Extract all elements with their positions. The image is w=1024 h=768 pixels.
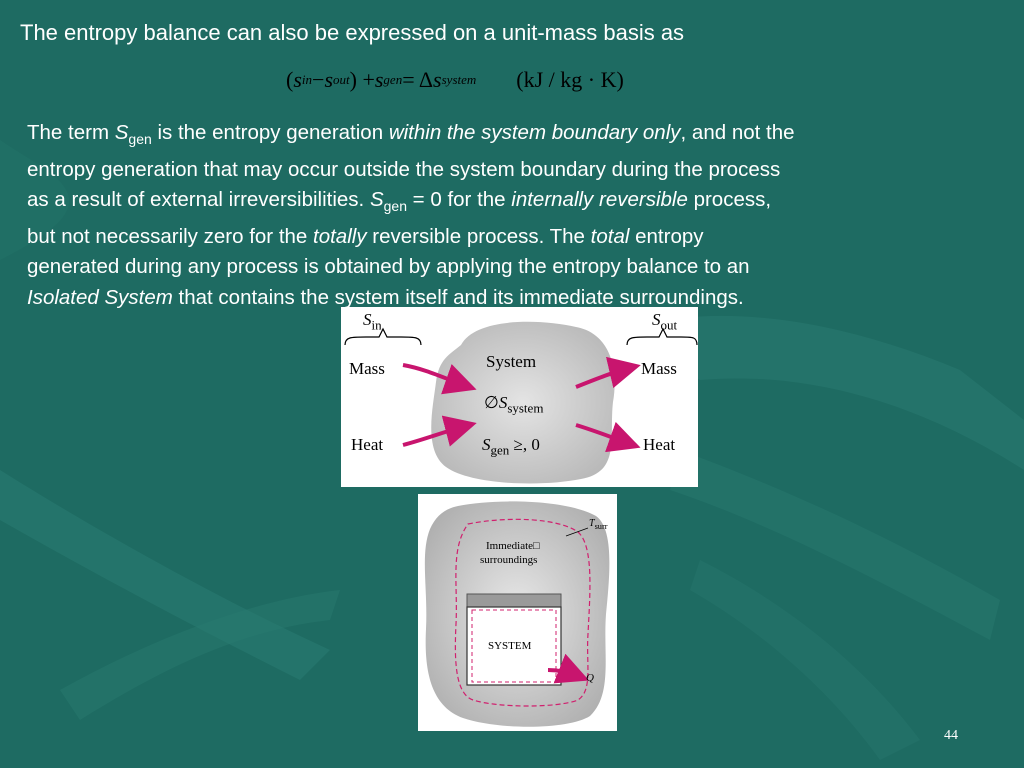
brace-right [626,327,698,346]
eq-sub-in: in [301,72,313,87]
q-label: Q [586,672,594,684]
eq-s-out: s [324,67,333,92]
para-line-3: as a result of external irreversibilitie… [27,185,997,222]
text-span: = 0 for the [406,188,512,212]
page-number: 44 [944,728,958,743]
system-box-label: SYSTEM [488,640,532,652]
eq-sub-out: out [333,72,350,87]
s-symbol: S [114,121,129,144]
italic-emphasis: totally [313,224,367,248]
s-in-label: Sin [363,310,382,333]
s-symbol: S [369,188,384,212]
eq-s-in: s [293,67,302,92]
s-out-label: Sout [652,310,677,333]
text-span: as a result of external irreversibilitie… [27,188,370,212]
body-paragraph: The term Sgen is the entropy generation … [27,118,997,313]
s-symbol: S [652,310,661,329]
eq-minus: − [312,67,325,92]
text-span: The term [27,121,115,144]
para-line-6: Isolated System that contains the system… [27,283,997,314]
isolated-system-figure: Tsurr Immediate□ surroundings SYSTEM Q [418,494,617,731]
t-surr-leader [565,527,589,537]
text-span: , and not the [680,121,795,144]
gen-suffix: ≥, 0 [509,435,540,454]
s-symbol: S [498,393,508,412]
text-span: entropy [629,224,704,248]
text-span: is the entropy generation [151,121,389,144]
eq-open-paren: ( [286,67,294,92]
system-boundary-dashed [471,609,557,683]
s-symbol: S [363,310,372,329]
text-span: reversible process. The [366,224,591,248]
para-line-5: generated during any process is obtained… [27,255,750,279]
eq-s-gen: s [374,67,384,92]
slide-heading: The entropy balance can also be expresse… [20,20,685,45]
system-label: System [486,352,537,371]
gen-subscript: gen [490,442,510,458]
arrow-heat-out [575,421,641,453]
eq-s-system: s [433,67,442,92]
piston [466,593,562,608]
system-blob [431,321,615,484]
eq-equals-delta: = Δ [402,67,434,92]
eq-sub-gen: gen [383,72,403,87]
gen-subscript: gen [383,198,407,215]
immediate-label-line2: surroundings [480,554,538,566]
italic-emphasis: within the system boundary only [388,121,681,144]
s-symbol: S [482,435,491,454]
eq-units: (kJ / kg · K) [516,67,624,92]
t-symbol: T [589,518,595,529]
eq-close-plus: ) + [349,67,375,92]
in-subscript: in [371,317,382,333]
arrow-mass-in [402,363,477,395]
text-span: but not necessarily zero for the [27,224,314,248]
t-surr-label: Tsurr [589,518,608,531]
text-span: process, [687,188,772,212]
arrow-heat-in [402,415,477,447]
arrow-mass-out [575,356,641,389]
figure2-drawing [424,501,610,727]
mass-in-label: Mass [349,359,385,378]
entropy-balance-figure: Sin Sout Mass Heat Mass Heat System ∅Ssy… [341,307,698,487]
para-line-2: entropy generation that may occur outsid… [27,157,781,181]
gen-subscript: gen [128,131,152,148]
italic-emphasis: Isolated System [27,285,173,309]
para-line-1: The term Sgen is the entropy generation … [27,118,997,155]
s-gen-label: Sgen ≥, 0 [482,435,540,458]
text-span: that contains the system itself and its … [172,285,744,309]
brace-left [344,327,422,346]
delta-s-system-label: ∅Ssystem [484,393,543,416]
delta-prefix: ∅ [484,393,499,412]
heat-q-arrow [547,653,590,684]
heat-out-label: Heat [643,435,676,454]
heat-in-label: Heat [351,435,384,454]
italic-emphasis: internally reversible [511,188,688,212]
eq-sub-system: system [441,72,477,87]
out-subscript: out [660,317,678,333]
system-box [466,606,562,686]
para-line-4: but not necessarily zero for the totally… [27,222,997,253]
immediate-label-line1: Immediate□ [486,540,540,552]
figure1-drawing [344,321,698,484]
surr-subscript: surr [594,522,608,531]
mass-out-label: Mass [641,359,677,378]
system-subscript: system [507,400,544,416]
italic-emphasis: total [590,224,630,248]
